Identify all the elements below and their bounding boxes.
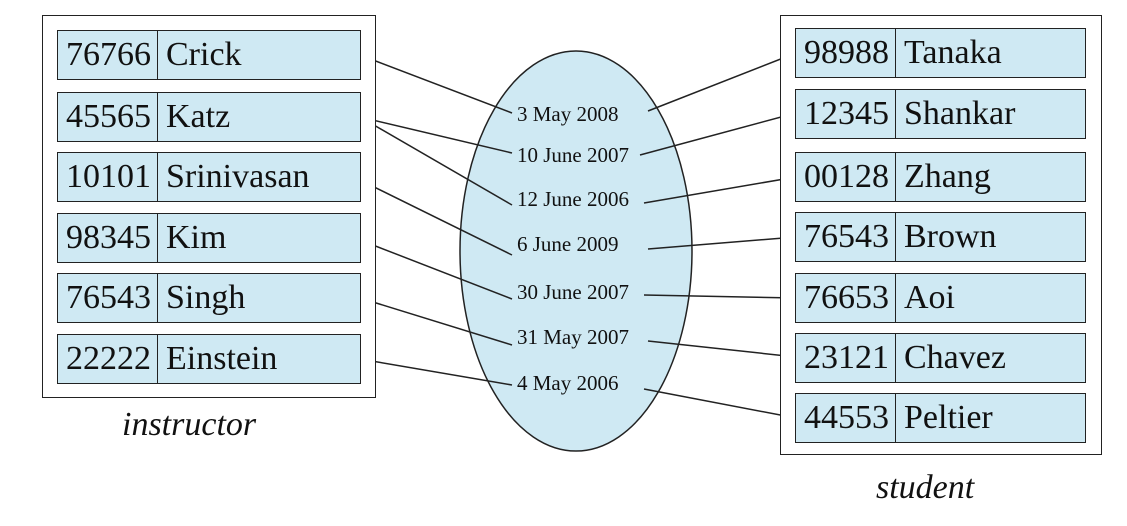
link-instructor-3-date-4 — [359, 239, 513, 300]
instructor-name: Katz — [166, 98, 231, 135]
relationship-date: 30 June 2007 — [517, 280, 629, 304]
student-name: Brown — [904, 218, 997, 255]
student-row: 98988 Tanaka — [795, 28, 1086, 78]
instructor-name: Singh — [166, 279, 246, 316]
student-name: Shankar — [904, 95, 1016, 132]
student-id: 23121 — [796, 334, 896, 382]
instructor-id: 76543 — [58, 274, 158, 322]
instructor-row: 76543 Singh — [57, 273, 361, 323]
student-id: 98988 — [796, 29, 896, 77]
link-date-6-student-6 — [643, 388, 797, 419]
student-name: Peltier — [904, 399, 993, 436]
relationship-date: 10 June 2007 — [517, 143, 629, 167]
instructor-set-label: instructor — [122, 406, 257, 443]
link-instructor-1-date-2 — [359, 116, 513, 206]
link-date-1-student-1 — [639, 112, 797, 156]
instructor-id: 10101 — [58, 153, 158, 201]
link-date-2-student-2 — [643, 176, 797, 204]
student-row: 44553 Peltier — [795, 393, 1086, 443]
relationship-date: 31 May 2007 — [517, 325, 629, 349]
instructor-name: Srinivasan — [166, 158, 310, 195]
instructor-name: Crick — [166, 36, 242, 73]
student-row: 76653 Aoi — [795, 273, 1086, 323]
relationship-date: 3 May 2008 — [517, 102, 619, 126]
student-row: 00128 Zhang — [795, 152, 1086, 202]
student-id: 76543 — [796, 213, 896, 261]
student-id: 12345 — [796, 90, 896, 138]
link-date-3-student-3 — [647, 236, 797, 250]
instructor-id: 98345 — [58, 214, 158, 262]
instructor-row: 10101 Srinivasan — [57, 152, 361, 202]
link-instructor-0-date-0 — [359, 54, 513, 114]
relationship-date: 4 May 2006 — [517, 371, 619, 395]
relationship-date: 12 June 2006 — [517, 187, 629, 211]
student-id: 44553 — [796, 394, 896, 442]
student-id: 76653 — [796, 274, 896, 322]
link-date-4-student-4 — [643, 294, 797, 299]
student-set-label: student — [876, 469, 975, 506]
link-instructor-5-date-6 — [359, 358, 513, 386]
relationship-set-ellipse — [459, 50, 693, 452]
instructor-name: Einstein — [166, 340, 278, 377]
student-row: 23121 Chavez — [795, 333, 1086, 383]
link-date-0-student-0 — [647, 52, 797, 112]
student-name: Tanaka — [904, 34, 1002, 71]
student-id: 00128 — [796, 153, 896, 201]
instructor-id: 76766 — [58, 31, 158, 79]
student-row: 12345 Shankar — [795, 89, 1086, 139]
instructor-row: 22222 Einstein — [57, 334, 361, 384]
student-name: Chavez — [904, 339, 1006, 376]
instructor-name: Kim — [166, 219, 227, 256]
relationship-date: 6 June 2009 — [517, 232, 619, 256]
link-date-5-student-5 — [647, 340, 797, 358]
instructor-id: 22222 — [58, 335, 158, 383]
link-instructor-2-date-3 — [359, 179, 513, 256]
student-row: 76543 Brown — [795, 212, 1086, 262]
student-name: Zhang — [904, 158, 991, 195]
instructor-row: 76766 Crick — [57, 30, 361, 80]
instructor-row: 45565 Katz — [57, 92, 361, 142]
instructor-row: 98345 Kim — [57, 213, 361, 263]
student-name: Aoi — [904, 279, 955, 316]
instructor-id: 45565 — [58, 93, 158, 141]
link-instructor-4-date-5 — [359, 297, 513, 346]
link-instructor-1-date-1 — [359, 116, 513, 154]
